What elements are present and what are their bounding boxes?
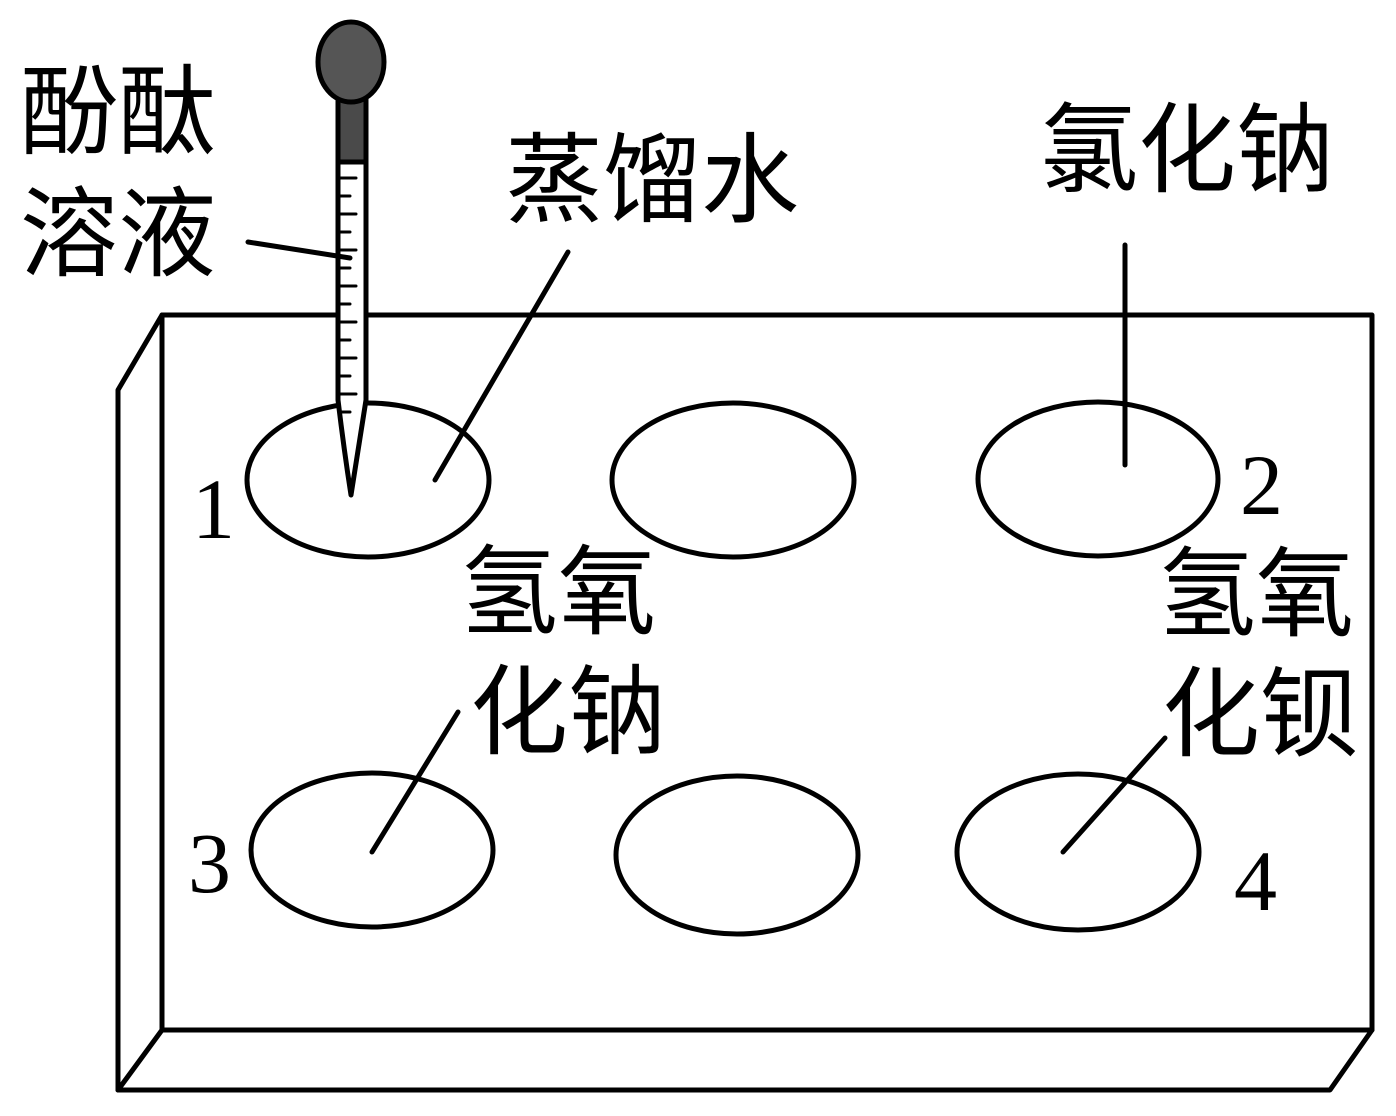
well-number-2: 2 xyxy=(1240,437,1283,533)
well1-solution-label: 蒸馏水 xyxy=(505,124,799,238)
dropper xyxy=(315,19,387,498)
dropper-bulb xyxy=(315,19,387,105)
indicator-label-line2: 溶液 xyxy=(20,178,216,292)
well-number-4: 4 xyxy=(1234,833,1277,929)
plate-front-face xyxy=(159,312,1375,1033)
well-top-middle xyxy=(609,400,857,560)
plate-left-side xyxy=(115,312,165,1093)
well4-leader-line xyxy=(1060,735,1168,855)
well3-solution-label-line2: 化钠 xyxy=(470,656,666,770)
plate-bottom-corner xyxy=(115,1027,165,1093)
dropper-neck xyxy=(335,95,369,165)
well-4 xyxy=(954,771,1202,933)
well1-leader-line xyxy=(432,249,571,483)
well4-solution-label-line2: 化钡 xyxy=(1162,658,1358,772)
wells xyxy=(244,399,1221,937)
well3-leader-line xyxy=(369,709,461,855)
well2-solution-label: 氯化钠 xyxy=(1040,94,1334,208)
well-2 xyxy=(975,399,1221,559)
well-number-3: 3 xyxy=(188,815,231,911)
well-1 xyxy=(244,400,492,560)
well-bottom-middle xyxy=(613,773,861,937)
indicator-leader-line xyxy=(245,239,353,261)
plate-bottom-edge xyxy=(115,1027,1375,1093)
well3-solution-label-line1: 氢氧 xyxy=(460,536,656,650)
well4-solution-label-line1: 氢氧 xyxy=(1158,538,1354,652)
dropper-tube xyxy=(335,97,369,498)
well-number-1: 1 xyxy=(192,461,235,557)
spot-plate xyxy=(115,312,1375,1093)
indicator-label-line1: 酚酞 xyxy=(20,56,216,170)
dropper-scale-ticks xyxy=(338,176,358,414)
